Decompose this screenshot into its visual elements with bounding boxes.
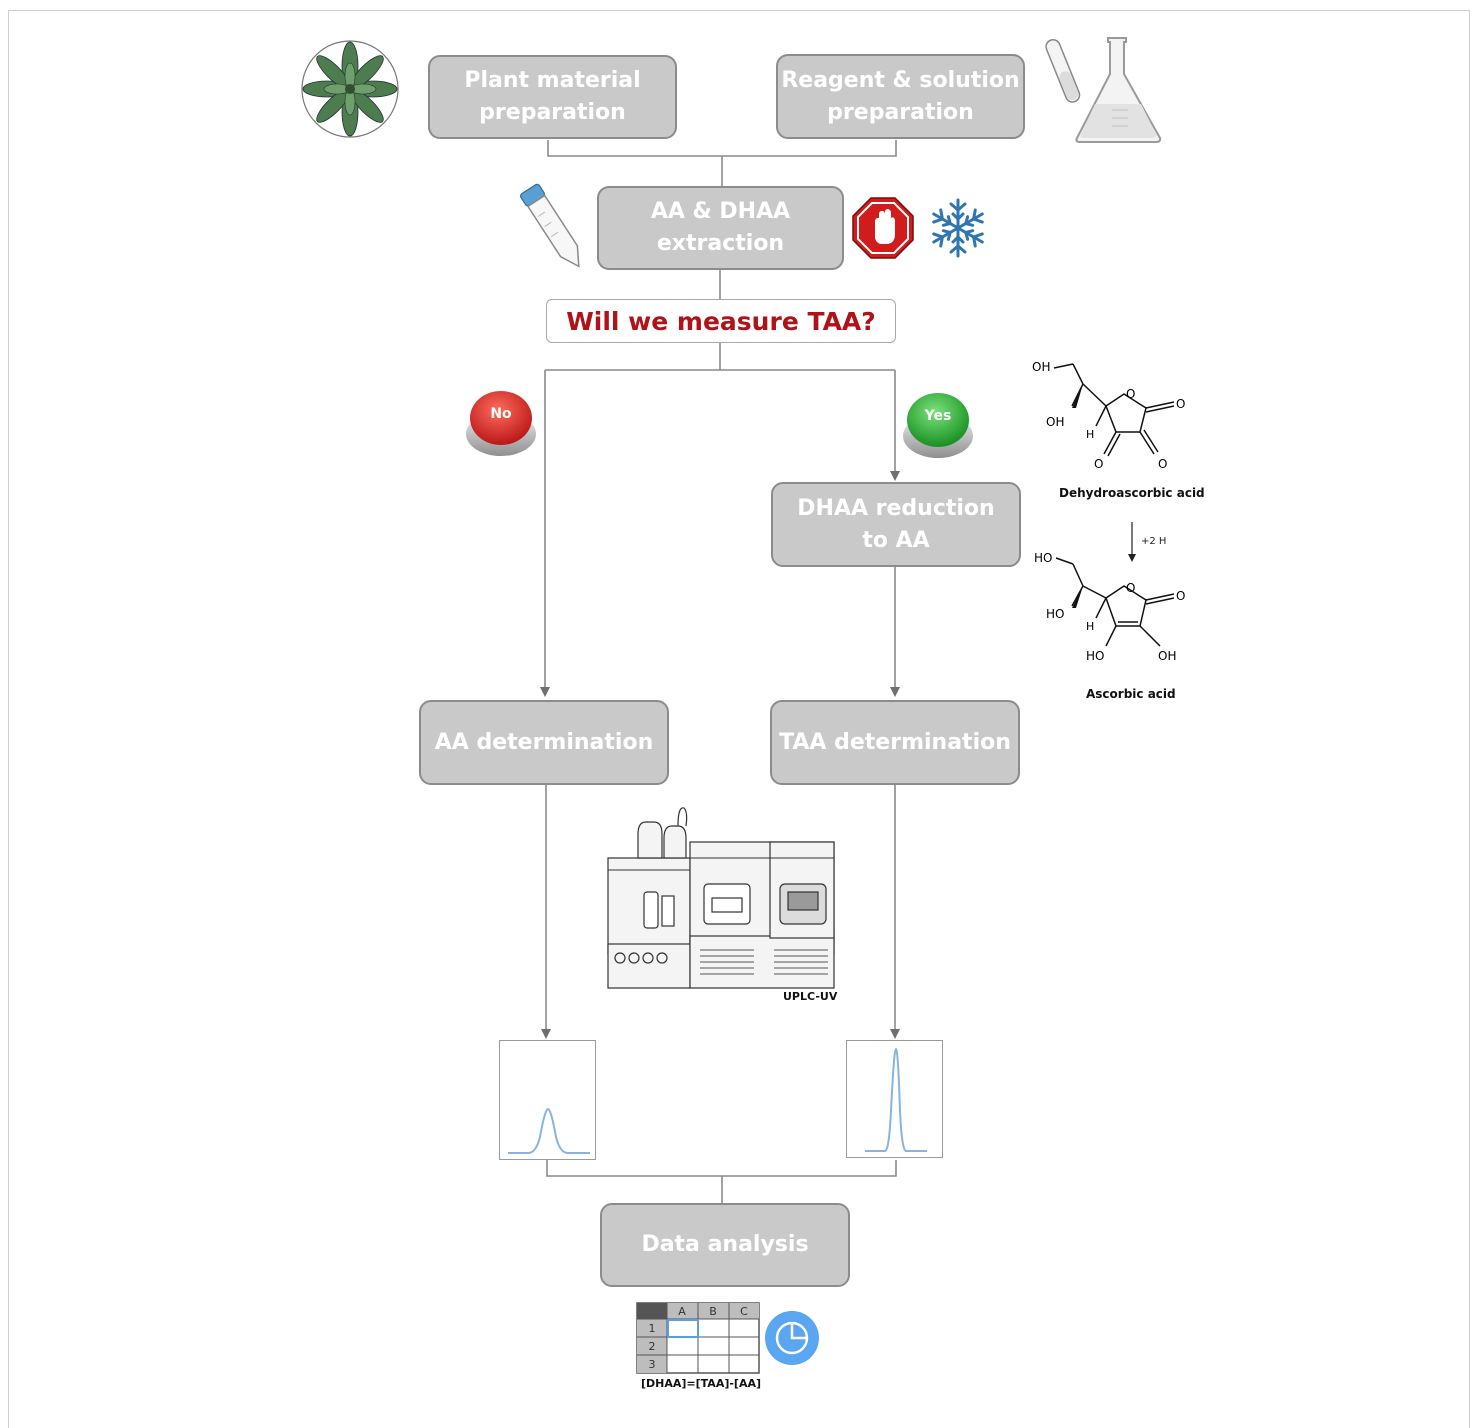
figure-frame: [8, 10, 1470, 1428]
row-header: 3: [649, 1358, 656, 1371]
reagent-solution-preparation-box: Reagent & solution preparation: [776, 54, 1025, 139]
reaction-label: +2 H: [1141, 536, 1166, 547]
no-label: No: [490, 406, 512, 422]
dhaa-reduction-box: DHAA reduction to AA: [771, 482, 1021, 567]
atom-label: O: [1176, 397, 1185, 411]
chromatogram-aa: [499, 1040, 596, 1160]
peak-line: [865, 1047, 927, 1152]
no-button: No: [466, 391, 536, 456]
atom-label: HO: [1046, 607, 1064, 621]
atom-label: OH: [1158, 649, 1176, 663]
stop-sign-icon: [852, 197, 914, 259]
atom-label: O: [1158, 457, 1167, 471]
data-analysis-box: Data analysis: [600, 1203, 850, 1287]
column-header: B: [709, 1305, 717, 1318]
test-tube-icon: [1045, 38, 1081, 103]
atom-label: O: [1094, 457, 1103, 471]
atom-label: H: [1086, 428, 1094, 441]
chromatogram-taa: [846, 1040, 943, 1158]
atom-label: O: [1126, 581, 1135, 595]
aa-determination-box: AA determination: [419, 700, 669, 785]
spreadsheet-icon: A B C 1 2 3: [636, 1302, 760, 1374]
column-header: A: [678, 1305, 686, 1318]
atom-label: OH: [1046, 415, 1064, 429]
snowflake-icon: [928, 198, 988, 258]
reaction-arrow: +2 H: [1128, 522, 1166, 562]
measure-taa-question: Will we measure TAA?: [546, 299, 896, 343]
uplc-label: UPLC-UV: [783, 990, 838, 1003]
row-header: 1: [649, 1322, 656, 1335]
pie-chart-icon: [765, 1311, 819, 1365]
falcon-tube-icon: [520, 183, 580, 268]
column-header: C: [740, 1305, 748, 1318]
dehydroascorbic-acid-label: Dehydroascorbic acid: [1059, 486, 1205, 500]
dehydroascorbic-acid-structure: OH OH H O O O O: [1032, 360, 1185, 471]
uplc-instrument-icon: [607, 807, 835, 989]
ascorbic-acid-structure: HO HO H O O HO OH: [1034, 551, 1185, 663]
taa-determination-box: TAA determination: [770, 700, 1020, 785]
extraction-box: AA & DHAA extraction: [597, 186, 844, 270]
atom-label: HO: [1086, 649, 1104, 663]
row-header: 2: [649, 1340, 656, 1353]
yes-label: Yes: [924, 408, 952, 424]
atom-label: O: [1126, 387, 1135, 401]
plant-icon: [301, 40, 399, 138]
peak-line: [508, 1107, 590, 1154]
atom-label: H: [1086, 620, 1094, 633]
ascorbic-acid-label: Ascorbic acid: [1086, 687, 1176, 701]
atom-label: HO: [1034, 551, 1052, 565]
atom-label: OH: [1032, 360, 1050, 374]
flask-icon: [1075, 37, 1162, 143]
yes-button: Yes: [903, 393, 973, 458]
dhaa-formula: [DHAA]=[TAA]-[AA]: [641, 1377, 762, 1390]
plant-material-preparation-box: Plant material preparation: [428, 55, 677, 139]
atom-label: O: [1176, 589, 1185, 603]
